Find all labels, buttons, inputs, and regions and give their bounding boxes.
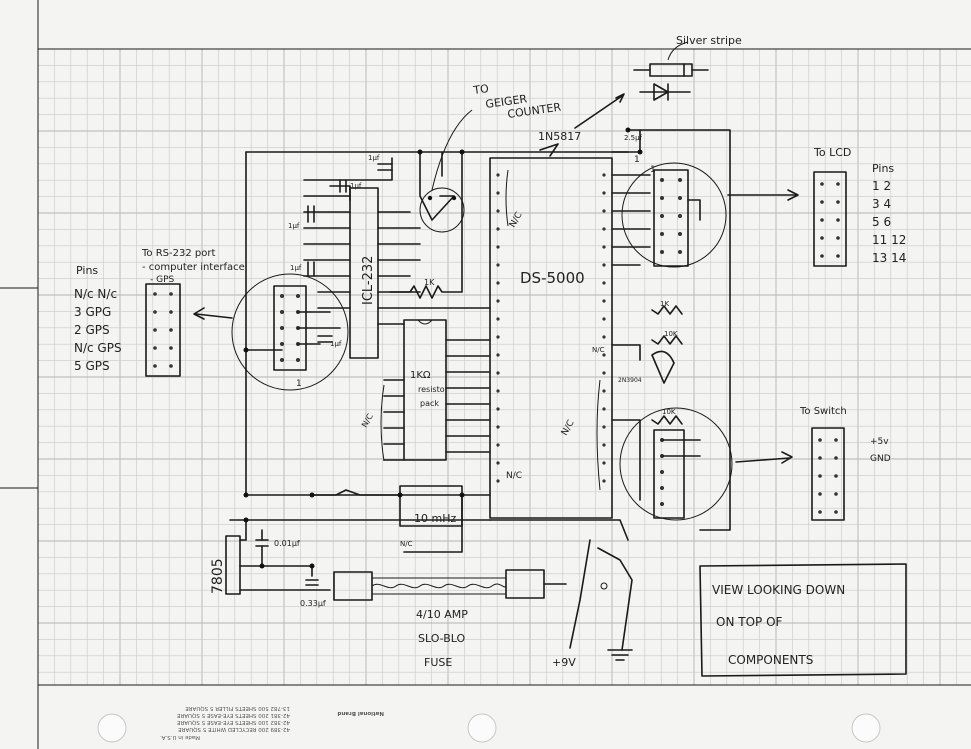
ds5000-chip [489,157,613,519]
cap-001-label: 0.01µf [274,539,300,548]
r1k-label: 1K [660,300,669,308]
lcd-pins-row: 5 6 [872,215,891,229]
cap-1uf-label: 1µf [330,340,342,348]
plus9v-label: +9V [552,656,576,669]
lcd-connector-circuit [611,129,799,268]
nc-xtal-label: N/C [400,540,413,548]
view-note-line1: VIEW LOOKING DOWN [712,583,845,597]
silver-stripe-label: Silver stripe [676,34,742,47]
r10k-label-a: 10K [664,330,678,338]
respack-line3: pack [420,399,439,408]
rs232-pins-row: N/c N/c [74,287,117,301]
junction-dots [243,127,643,569]
switch-pin-plus5v: +5v [870,437,889,447]
regulator-label: 7805 [210,558,226,594]
punch-hole-middle [467,713,497,743]
paper-imprint: 42-389 200 RECYCLED WHITE 5 SQUARE 42-38… [160,705,384,740]
icl232-label: ICL-232 [361,256,376,305]
cap-1uf-label: 1µf [368,154,380,162]
rs232-note-2: - computer interface [142,262,245,273]
cap-1uf-label: 1µf [290,264,302,272]
nc-mid-label: N/C [592,346,605,354]
geiger-label-2: GEIGER [485,92,529,111]
fuse-label-1: 4/10 AMP [416,608,468,621]
lcd-pins-row: 11 12 [872,233,906,247]
switch-pin-gnd: GND [870,454,891,464]
resistor-1k [389,151,463,299]
switch-header [811,427,845,521]
nc-bottom-label: N/C [506,471,522,481]
rs232-pins-row: N/c GPS [74,341,122,355]
one-label-c: 1 [296,379,302,389]
nc-side-label: N/C [560,419,577,438]
imprint-line: 42-382 100 SHEETS EYE-EASE 5 SQUARE [176,719,290,725]
cap-1uf-label: 1µf [288,222,300,230]
lcd-header [813,171,847,267]
ds5000-label: DS-5000 [520,269,585,287]
cap-033-label: 0.33µf [300,599,326,608]
imprint-line: 42-389 200 RECYCLED WHITE 5 SQUARE [178,726,290,732]
rs232-note-1: To RS-232 port [141,248,215,259]
rs232-note-3: - GPS [150,275,175,285]
crystal-label: 10 mHz [414,512,456,525]
lcd-pins-row: 3 4 [872,197,891,211]
resistor-pack [380,319,491,462]
resistor-1k-label: 1K [424,278,435,287]
lcd-header-title: To LCD [813,146,851,159]
one-label-b: 1 [634,155,640,165]
rs232-pins-title: Pins [76,264,98,277]
switch-connector-circuit [619,407,793,521]
lcd-pins-row: 13 14 [872,251,906,265]
r10k-label-b: 10K [662,408,676,416]
imprint-line: 13-782 500 SHEETS FILLER 5 SQUARE [185,705,290,711]
imprint-line: 42-381 200 SHEETS EYE-EASE 5 SQUARE [176,712,290,718]
resistors-right [611,305,683,501]
geiger-connector [419,109,473,233]
fuse-label-3: FUSE [424,656,452,669]
geiger-label-1: TO [472,82,490,97]
rs232-pins-row: 3 GPG [74,305,111,319]
rs232-connector-circuit [193,273,349,391]
transistor-label: 2N3904 [618,377,642,384]
crystal-10mhz [311,485,463,553]
lcd-pin1-label: 1 [650,165,656,175]
imprint-brand: National Brand [337,710,384,716]
respack-line2: resistor [418,385,449,394]
lcd-pins-title: Pins [872,162,894,175]
lcd-pins-row: 1 2 [872,179,891,193]
rs232-pins-row: 5 GPS [74,359,110,373]
graph-grid [37,48,971,685]
main-bus-wires [229,129,731,541]
diode-legend [539,41,709,157]
imprint-made-in: Made in U.S.A. [160,734,200,740]
rs232-pins-row: 2 GPS [74,323,110,337]
fuse-label-2: SLO-BLO [418,632,466,645]
view-note-line3: COMPONENTS [728,653,813,667]
view-note-line2: ON TOP OF [716,615,783,629]
punch-hole-left [97,713,127,743]
capacitors-icl232 [307,163,393,343]
switch-header-title: To Switch [799,406,847,417]
respack-line1: 1KΩ [410,370,431,381]
diode-label: 1N5817 [538,130,581,143]
cap-1uf-label: 1µf [350,182,362,190]
view-note-box [699,563,907,677]
cap-25uf-label: 2.5µf [624,134,643,142]
punch-hole-right [851,713,881,743]
rs232-header [145,283,181,377]
